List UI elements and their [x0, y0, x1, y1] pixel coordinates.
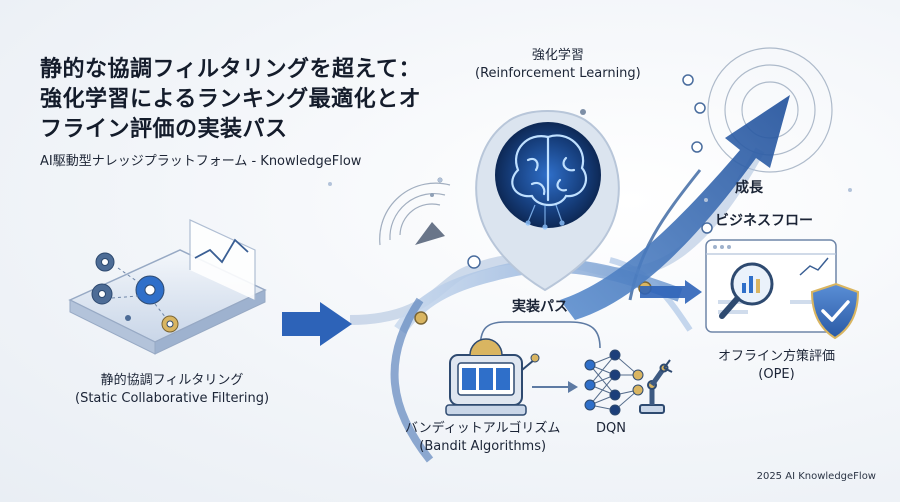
- dqn-label: DQN: [596, 421, 626, 436]
- static-cf-sublabel: (Static Collaborative Filtering): [75, 391, 270, 406]
- business-flow-label: ビジネスフロー: [715, 213, 813, 229]
- growth-label: 成長: [735, 180, 763, 196]
- ope-sublabel: (OPE): [758, 367, 795, 382]
- footer-copyright: 2025 AI KnowledgeFlow: [756, 471, 876, 482]
- growth-arrow: [560, 95, 790, 320]
- ope-label-group: オフライン方策評価 (OPE): [718, 348, 835, 384]
- rl-label-group: 強化学習 (Reinforcement Learning): [475, 47, 641, 83]
- ope-label: オフライン方策評価: [718, 349, 836, 364]
- neural-network-icon: [584, 349, 644, 416]
- page-subtitle: AI駆動型ナレッジプラットフォーム - KnowledgeFlow: [40, 154, 362, 169]
- business-flow-arrow: [640, 280, 702, 304]
- static-cf-illustration: [68, 219, 267, 355]
- bandit-sublabel: (Bandit Algorithms): [419, 439, 547, 454]
- impl-path-bracket: [479, 321, 601, 351]
- bandit-label-group: バンディットアルゴリズム (Bandit Algorithms): [405, 420, 560, 456]
- decor-dots: [328, 178, 852, 202]
- shield-check-icon: [810, 282, 860, 340]
- rl-label: 強化学習: [531, 48, 584, 63]
- bandit-to-dqn-arrow: [532, 381, 578, 393]
- transition-arrow: [282, 302, 352, 346]
- bandit-label: バンディットアルゴリズム: [405, 421, 561, 436]
- impl-path-label: 実装パス: [512, 299, 568, 315]
- magnifier-icon: [719, 262, 774, 319]
- robot-arm-icon: [639, 359, 673, 414]
- static-cf-label: 静的協調フィルタリング: [100, 373, 244, 388]
- gear-icon: [91, 252, 179, 333]
- brain-node: [475, 110, 620, 292]
- radar-arcs-left: [379, 182, 451, 246]
- brain-icon: [511, 134, 588, 207]
- rl-sublabel: (Reinforcement Learning): [475, 66, 641, 81]
- page-title: 静的な協調フィルタリングを超えて：強化学習によるランキング最適化とオフライン評価…: [40, 57, 422, 142]
- slot-machine-icon: [445, 338, 540, 416]
- chart-board-icon: [189, 219, 256, 300]
- static-cf-label-group: 静的協調フィルタリング (Static Collaborative Filter…: [75, 372, 269, 408]
